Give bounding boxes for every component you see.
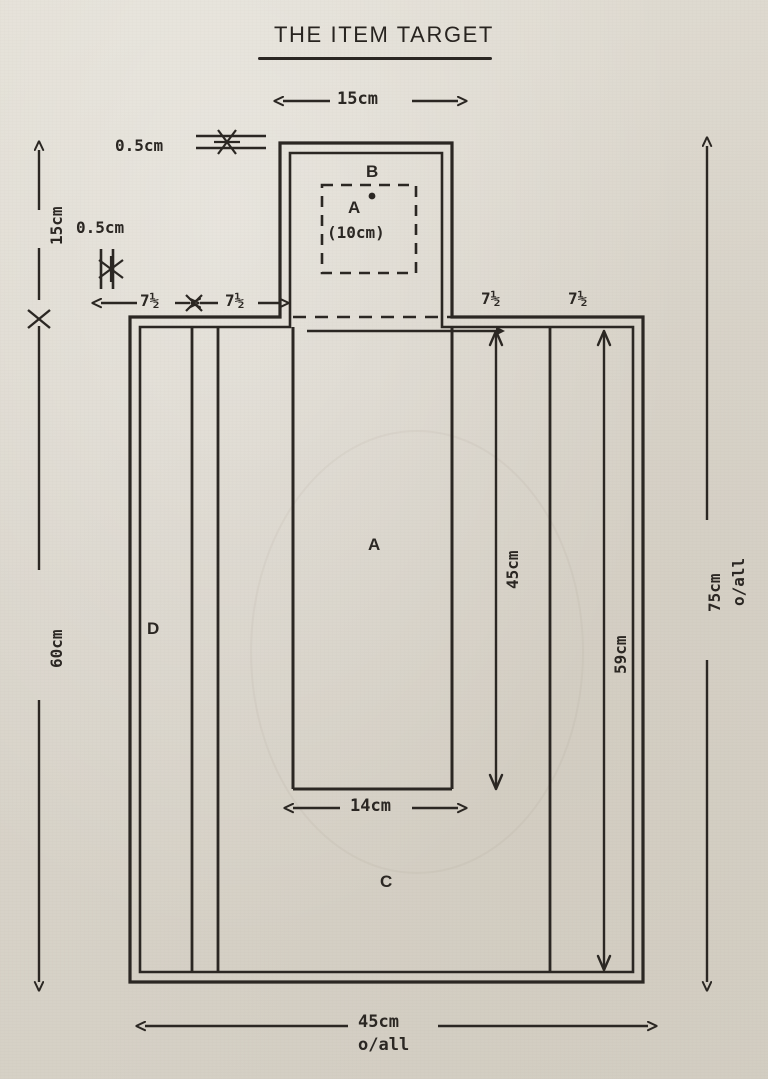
- garment-outline: [128, 141, 645, 984]
- seam-mark-top: [196, 129, 266, 155]
- inset-center-dot: [368, 192, 376, 200]
- region-label-A: A: [368, 535, 381, 554]
- label-overall-height-value: 75cm: [705, 573, 724, 612]
- label-overall-width-note: o/all: [358, 1035, 410, 1055]
- center-panel-A-outline: [291, 327, 454, 791]
- page-title: THE ITEM TARGET: [274, 22, 494, 47]
- label-shoulder-right-inner: 7½: [481, 289, 501, 308]
- label-body-depth: 45cm: [503, 550, 522, 589]
- dim-body-depth: [307, 326, 505, 791]
- region-label-B: B: [366, 162, 379, 181]
- title-underline: [258, 57, 492, 60]
- dim-side-height: [596, 329, 612, 972]
- label-inset-size: (10cm): [327, 223, 385, 242]
- label-overall-height-note: o/all: [729, 557, 748, 606]
- inset-box-A: [320, 183, 418, 275]
- label-shoulder-left-inner: 7½: [225, 291, 245, 310]
- label-neck-width: 15cm: [337, 89, 378, 109]
- watermark-ghost: [250, 430, 584, 874]
- seam-allowance-line: [138, 151, 635, 974]
- label-side-height: 59cm: [611, 635, 630, 674]
- label-seam-side: 0.5cm: [76, 218, 125, 237]
- panel-divider-lines: [190, 327, 552, 972]
- region-label-A-inset: A: [348, 198, 361, 217]
- region-label-C: C: [380, 872, 393, 891]
- label-left-upper: 15cm: [47, 206, 66, 245]
- label-left-lower: 60cm: [47, 629, 66, 668]
- label-overall-width-value: 45cm: [358, 1012, 399, 1032]
- label-seam-top: 0.5cm: [115, 136, 164, 155]
- dim-shoulder-left: [101, 294, 280, 312]
- label-center-panel-width: 14cm: [350, 796, 391, 816]
- seam-mark-side: [98, 249, 124, 289]
- label-shoulder-left-outer: 7½: [140, 291, 160, 310]
- region-label-D: D: [147, 619, 160, 638]
- left-dim-break-mark: [27, 309, 51, 329]
- dim-left-upper: [27, 150, 51, 329]
- label-shoulder-right-outer: 7½: [568, 289, 588, 308]
